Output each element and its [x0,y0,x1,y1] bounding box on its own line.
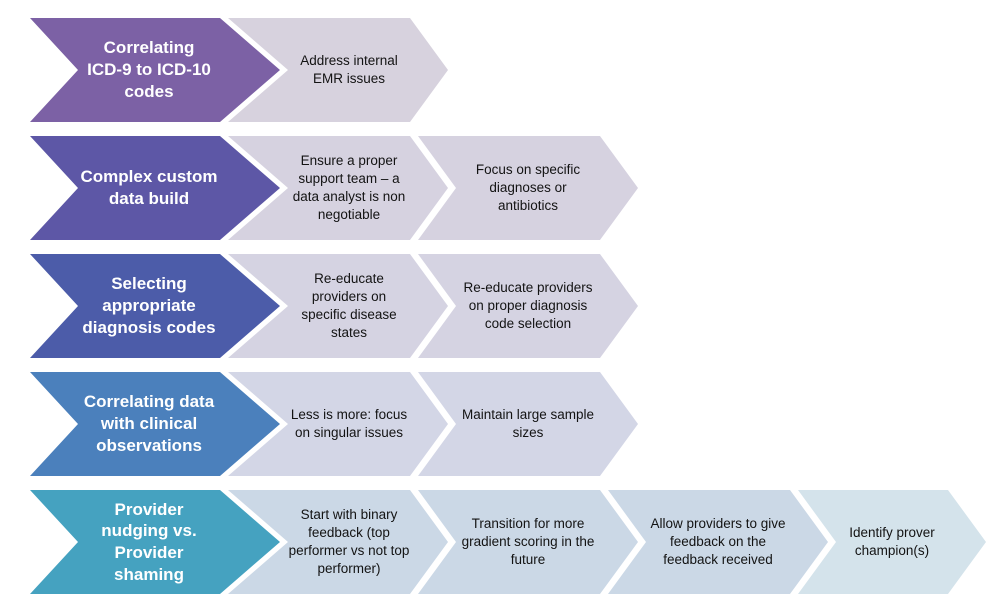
process-row-clinical-observations: Correlating data with clinical observati… [0,372,994,476]
stage-label: Correlating data with clinical observati… [83,392,215,455]
process-row-diagnosis-codes: Selecting appropriate diagnosis codes Re… [0,254,994,358]
step-arrow-sample-sizes: Maintain large sample sizes [418,372,638,476]
stage-label: Selecting appropriate diagnosis codes [82,274,216,337]
step-label: Address internal EMR issues [300,53,398,86]
stage-arrow-correlating-icd: Correlating ICD-9 to ICD-10 codes [30,18,280,122]
stage-arrow-correlating-clinical: Correlating data with clinical observati… [30,372,280,476]
step-label: Re-educate providers on proper diagnosis… [463,280,593,331]
step-label: Re-educate providers on specific disease… [301,271,397,340]
stage-arrow-selecting-codes: Selecting appropriate diagnosis codes [30,254,280,358]
stage-label: Complex custom data build [80,167,218,208]
step-label: Less is more: focus on singular issues [290,407,408,440]
process-row-icd-codes: Correlating ICD-9 to ICD-10 codes Addres… [0,18,994,122]
step-label: Maintain large sample sizes [461,407,595,440]
step-arrow-focus-diagnoses: Focus on specific diagnoses or antibioti… [418,136,638,240]
step-label: Transition for more gradient scoring in … [461,516,595,567]
step-label: Focus on specific diagnoses or antibioti… [475,162,581,213]
step-arrow-gradient-scoring: Transition for more gradient scoring in … [418,490,638,594]
process-row-data-build: Complex custom data build Ensure a prope… [0,136,994,240]
step-arrow-support-team: Ensure a proper support team – a data an… [228,136,448,240]
step-label: Start with binary feedback (top performe… [288,507,410,576]
step-label: Allow providers to give feedback on the … [650,516,786,567]
stage-arrow-provider-nudging: Provider nudging vs. Provider shaming [30,490,280,594]
step-label: Identify prover champion(s) [849,525,935,558]
stage-label: Provider nudging vs. Provider shaming [101,499,197,584]
stage-label: Correlating ICD-9 to ICD-10 codes [87,38,211,101]
stage-arrow-complex-data-build: Complex custom data build [30,136,280,240]
process-row-provider-nudging: Provider nudging vs. Provider shaming St… [0,490,994,594]
step-arrow-reeducate-code-selection: Re-educate providers on proper diagnosis… [418,254,638,358]
step-arrow-feedback-on-feedback: Allow providers to give feedback on the … [608,490,828,594]
step-label: Ensure a proper support team – a data an… [292,153,406,222]
